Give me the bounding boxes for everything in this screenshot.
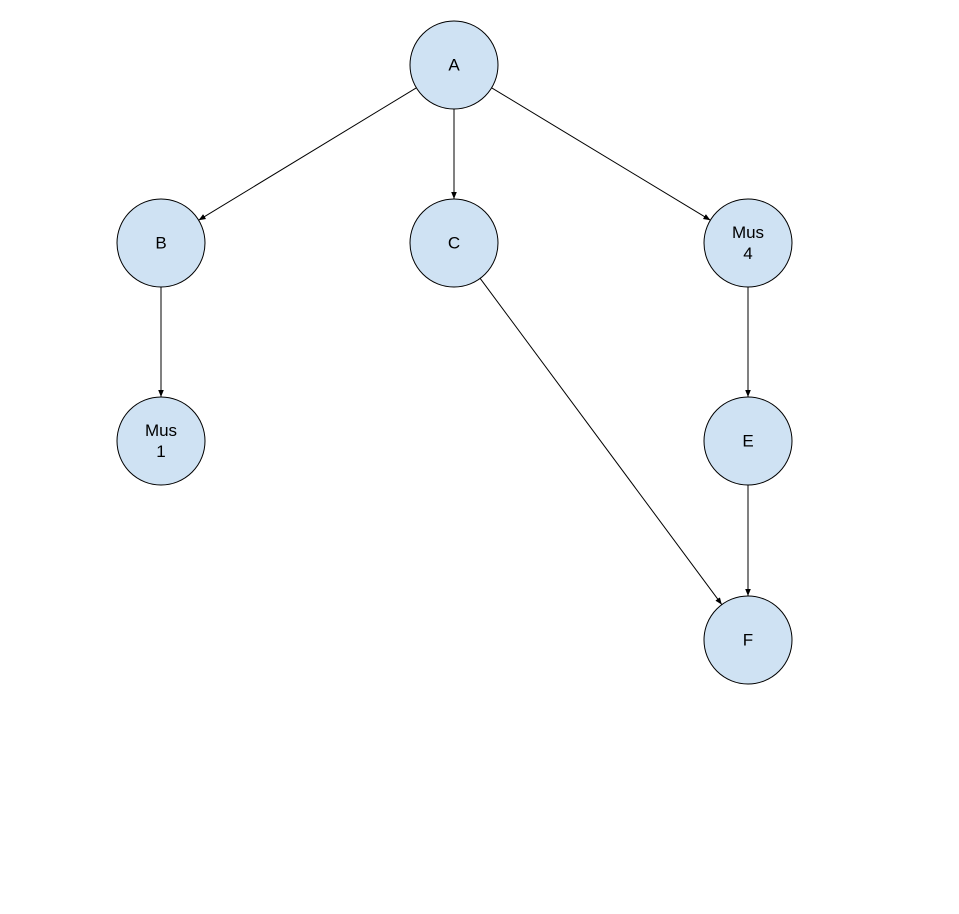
node-label: Mus — [145, 421, 177, 440]
edge-a-to-mus4 — [491, 87, 711, 221]
node-circle — [116, 396, 206, 486]
node-label: E — [742, 432, 753, 451]
node-circle — [703, 595, 793, 685]
node-label: C — [448, 234, 460, 253]
node-label: A — [448, 56, 460, 75]
node-f: F — [703, 595, 793, 685]
edge-a-to-b — [198, 87, 417, 221]
node-mus1: Mus 1 — [116, 396, 206, 486]
edges-layer — [158, 87, 751, 605]
node-c: C — [409, 198, 499, 288]
node-label: F — [743, 631, 753, 650]
node-a: A — [409, 20, 499, 110]
node-label: Mus — [732, 223, 764, 242]
node-circle — [409, 198, 499, 288]
node-circle — [703, 198, 793, 288]
node-b: B — [116, 198, 206, 288]
node-circle — [116, 198, 206, 288]
node-label: 4 — [743, 244, 752, 263]
node-mus4: Mus 4 — [703, 198, 793, 288]
node-label: B — [155, 234, 166, 253]
node-e: E — [703, 396, 793, 486]
node-circle — [409, 20, 499, 110]
edge-c-to-f — [479, 278, 723, 605]
node-label: 1 — [156, 442, 165, 461]
node-circle — [703, 396, 793, 486]
